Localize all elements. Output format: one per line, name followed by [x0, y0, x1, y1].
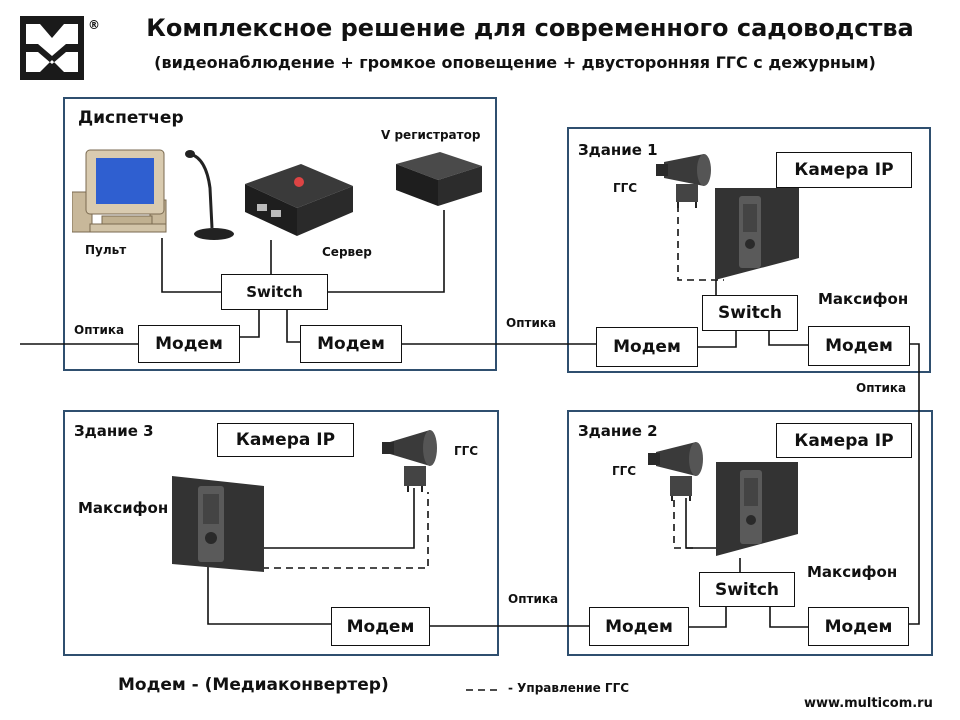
building2-camera-box: Камера IP	[776, 423, 912, 458]
recorder-label: V регистратор	[381, 128, 481, 142]
computer-icon	[71, 142, 212, 242]
server-label: Сервер	[322, 245, 372, 259]
page-subtitle: (видеонаблюдение + громкое оповещение + …	[154, 53, 876, 72]
building2-modem-left: Модем	[589, 607, 689, 646]
dispatcher-optics-label: Оптика	[74, 323, 125, 337]
dispatcher-panel	[63, 97, 497, 371]
server-icon	[245, 156, 355, 238]
registered-mark: ®	[88, 18, 100, 32]
building1-switch: Switch	[702, 295, 798, 331]
optics-label-bottom: Оптика	[508, 592, 559, 606]
building1-title: Здание 1	[578, 141, 658, 159]
building3-camera-box: Камера IP	[217, 423, 354, 457]
building3-loudspeaker-icon	[382, 428, 440, 494]
building2-intercom-icon	[714, 462, 798, 558]
video-recorder-icon	[390, 150, 486, 212]
building2-loudspeaker-icon	[646, 440, 706, 502]
building2-title: Здание 2	[578, 422, 658, 440]
console-label: Пульт	[85, 243, 127, 257]
building2-switch: Switch	[699, 572, 795, 607]
dispatcher-switch: Switch	[221, 274, 328, 310]
building2-intercom-label: Максифон	[807, 563, 898, 581]
microphone-icon	[180, 148, 236, 244]
building1-modem-right: Модем	[808, 326, 910, 366]
legend-label: - Управление ГГС	[508, 681, 630, 695]
building1-loudspeaker-icon	[654, 152, 712, 210]
optics-label-top: Оптика	[506, 316, 557, 330]
building1-camera-box: Камера IP	[776, 152, 912, 188]
dispatcher-modem-left: Модем	[138, 325, 240, 363]
optics-label-right: Оптика	[856, 381, 907, 395]
building3-intercom-icon	[172, 476, 264, 572]
website-link[interactable]: www.multicom.ru	[804, 696, 933, 711]
building1-intercom-label: Максифон	[818, 290, 909, 308]
building2-modem-right: Модем	[808, 607, 909, 646]
building3-modem: Модем	[331, 607, 430, 646]
dispatcher-modem-right: Модем	[300, 325, 402, 363]
building1-modem-left: Модем	[596, 327, 698, 367]
building1-intercom-icon	[713, 188, 799, 284]
building1-ggs-label: ГГС	[613, 181, 638, 195]
modem-footnote: Модем - (Медиаконвертер)	[118, 675, 389, 695]
building3-intercom-label: Максифон	[78, 499, 169, 517]
company-logo	[20, 16, 92, 84]
dispatcher-title: Диспетчер	[78, 108, 184, 128]
building3-ggs-label: ГГС	[454, 444, 479, 458]
page-title: Комплексное решение для современного сад…	[146, 14, 914, 42]
dashed-legend-sample	[466, 684, 502, 696]
building2-ggs-label: ГГС	[612, 464, 637, 478]
building3-title: Здание 3	[74, 422, 154, 440]
